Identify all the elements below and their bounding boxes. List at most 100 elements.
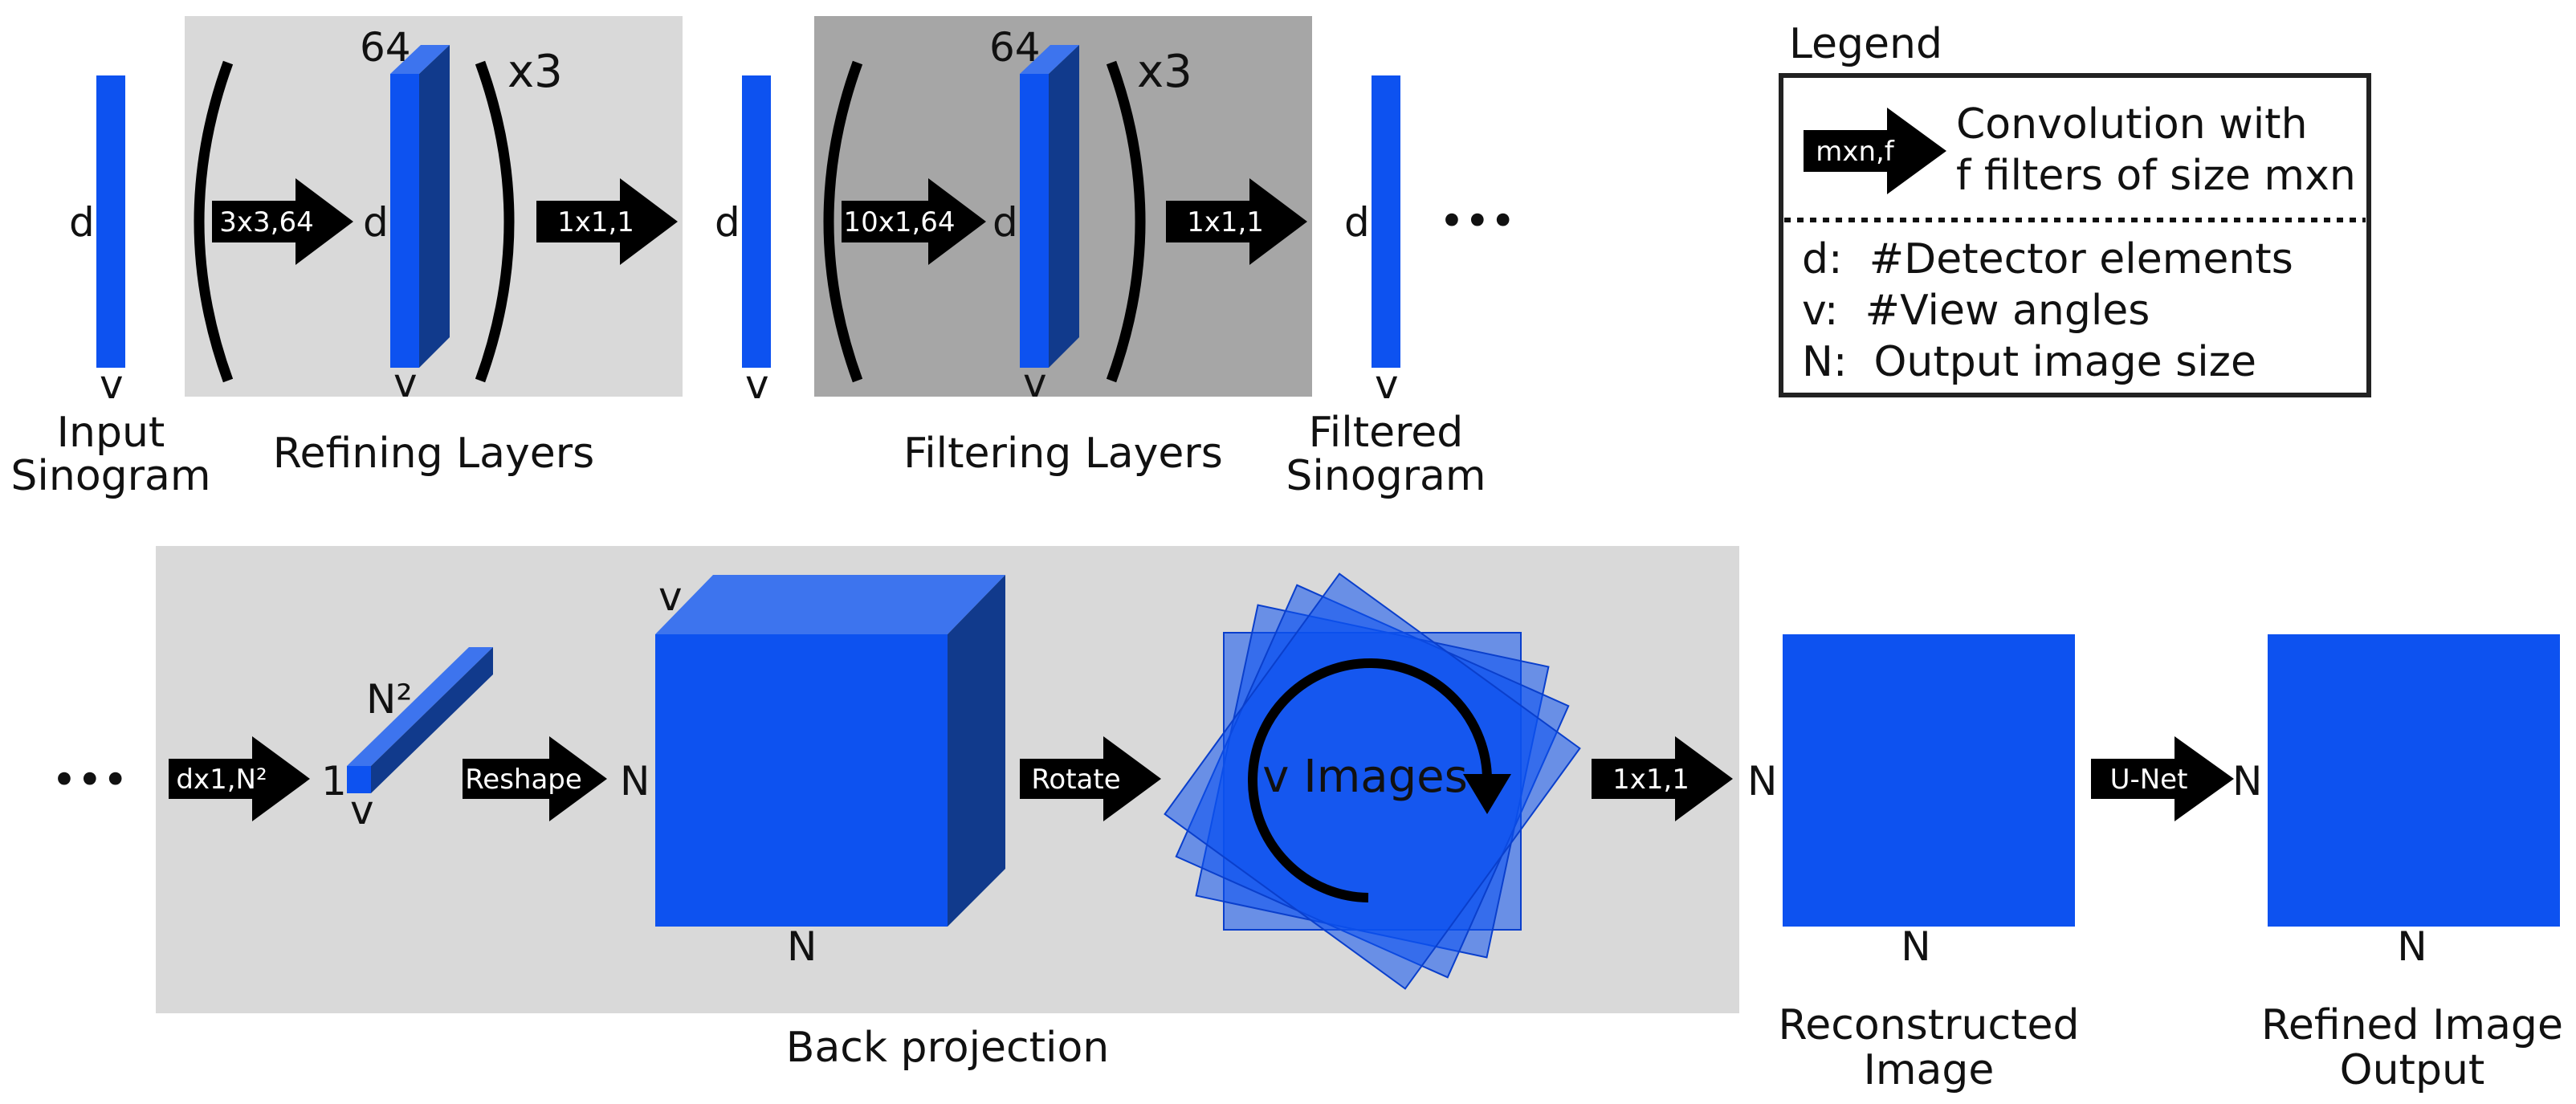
back-projection-caption: Back projection [786, 1024, 1109, 1072]
reshape-arrow: Reshape [463, 736, 607, 821]
filtered-sinogram-bar [1372, 75, 1400, 368]
legend-conv-arrow-label: mxn,f [1816, 136, 1895, 168]
cube-n-bottom-label: N [787, 923, 817, 970]
legend-conv-line2: f filters of size mxn [1956, 152, 2356, 200]
refining-feature-side [419, 45, 450, 368]
refined-image-output: N N Refined Image Output [2232, 634, 2563, 1094]
vector-bar-n2-label: N² [366, 676, 412, 723]
reconstructed-image-square [1783, 634, 2075, 927]
legend-item-image-size: N: Output image size [1802, 338, 2256, 386]
input-sinogram: d v Input Sinogram [10, 75, 211, 500]
unet-arrow: U-Net [2091, 736, 2234, 821]
refining-out-conv-arrow: 1x1,1 [536, 178, 678, 265]
refining-layers-caption: Refining Layers [273, 430, 595, 478]
reconstructed-caption-line2: Image [1864, 1046, 1995, 1094]
backprojection-conv-arrow-label: dx1,N² [176, 764, 267, 796]
input-d-label: d [69, 199, 95, 246]
refining-repeat-label: x3 [507, 46, 563, 98]
refining-conv-arrow: 3x3,64 [212, 178, 353, 265]
legend-conv-arrow: mxn,f [1804, 108, 1946, 194]
refined-sinogram-v-label: v [745, 361, 769, 408]
refined-caption-line2: Output [2340, 1046, 2485, 1094]
filtering-out-conv-arrow-label: 1x1,1 [1187, 206, 1264, 238]
filtering-conv-arrow-label: 10x1,64 [843, 206, 955, 238]
filtering-right-paren [1106, 60, 1146, 383]
backprojection-vector-bar [347, 647, 493, 793]
filtering-feature-side [1049, 45, 1079, 368]
rotated-images-label: v Images [1262, 751, 1468, 803]
cube-top-face [655, 575, 1005, 634]
reconstructed-n-bottom-label: N [1901, 923, 1930, 970]
refined-n-left-label: N [2232, 758, 2262, 805]
vector-bar-top [347, 647, 493, 766]
refined-sinogram-d-label: d [715, 199, 740, 246]
filtering-feature-block [1020, 45, 1079, 368]
cube-v-label: v [658, 573, 683, 620]
filtered-sinogram-d-label: d [1344, 199, 1370, 246]
vector-bar-side [371, 647, 493, 793]
cube-side-face [948, 575, 1005, 927]
backprojection-conv-arrow: dx1,N² [169, 736, 310, 821]
rotation-arrowhead [1463, 774, 1511, 814]
legend-box [1779, 73, 2371, 397]
filtering-feature-top [1020, 45, 1079, 74]
rotate-arrow: Rotate [1020, 736, 1161, 821]
filtered-sinogram-v-label: v [1375, 361, 1399, 408]
refining-feature-front [390, 74, 419, 368]
reconstructed-caption-line1: Reconstructed [1779, 1001, 2080, 1049]
input-v-label: v [100, 361, 124, 408]
refining-conv-arrow-shape [212, 178, 353, 265]
filtering-layers-caption: Filtering Layers [903, 430, 1223, 478]
refining-conv-arrow-label: 3x3,64 [219, 206, 313, 238]
summation-conv-arrow-shape [1592, 736, 1733, 821]
rotation-arc [1248, 658, 1493, 902]
vector-bar-front [347, 766, 371, 793]
refined-n-bottom-label: N [2397, 923, 2427, 970]
summation-conv-arrow-label: 1x1,1 [1612, 764, 1689, 796]
filtering-left-paren [823, 60, 863, 383]
legend-item-detectors: d: #Detector elements [1802, 235, 2293, 283]
refining-left-paren [194, 60, 234, 383]
cube-front-face [655, 634, 948, 927]
refined-image-square [2268, 634, 2560, 927]
legend: Legend mxn,f Convolution with f filters … [1779, 20, 2371, 397]
filtering-feature-front [1020, 74, 1049, 368]
refined-sinogram-bar [742, 75, 771, 368]
filtering-out-conv-arrow: 1x1,1 [1166, 178, 1307, 265]
refining-out-conv-arrow-shape [536, 178, 678, 265]
reconstructed-image: N N Reconstructed Image [1747, 634, 2079, 1094]
bottom-continuation-ellipsis: ••• [51, 755, 128, 805]
backprojection-volume-cube [655, 575, 1005, 927]
refining-out-conv-arrow-label: 1x1,1 [557, 206, 634, 238]
backprojection-conv-arrow-shape [169, 736, 310, 821]
vector-bar-v-label: v [350, 787, 374, 833]
refined-caption-line1: Refined Image [2261, 1001, 2563, 1049]
top-continuation-ellipsis: ••• [1439, 196, 1516, 246]
cube-n-left-label: N [620, 758, 650, 805]
input-sinogram-bar [96, 75, 125, 368]
filtering-channels-label: 64 [989, 24, 1041, 71]
filtered-sinogram-caption-line1: Filtered [1309, 409, 1464, 457]
filtered-sinogram-caption-line2: Sinogram [1286, 452, 1486, 500]
refining-feature-block [390, 45, 450, 368]
summation-conv-arrow: 1x1,1 [1592, 736, 1733, 821]
back-projection-block: dx1,N² N² 1 v Reshape v N N Rotate [156, 546, 1739, 1072]
refined-sinogram: d v [715, 75, 771, 408]
filtering-v-label: v [1023, 360, 1047, 406]
refining-feature-top [390, 45, 450, 74]
rotate-arrow-shape [1020, 736, 1161, 821]
vector-bar-one-label: 1 [321, 758, 347, 805]
unet-arrow-shape [2091, 736, 2234, 821]
reshape-arrow-shape [463, 736, 607, 821]
filtering-layers-block: 10x1,64 64 d v x3 1x1,1 Filtering Layers [814, 16, 1312, 478]
reconstructed-n-left-label: N [1747, 758, 1777, 805]
filtering-conv-arrow-shape [842, 178, 986, 265]
refining-v-label: v [393, 360, 418, 406]
rotated-image-3 [1164, 572, 1581, 990]
input-caption-line2: Sinogram [10, 452, 210, 500]
rotate-arrow-label: Rotate [1031, 764, 1120, 796]
filtering-d-label: d [992, 199, 1018, 246]
refining-d-label: d [363, 199, 389, 246]
filtering-out-conv-arrow-shape [1166, 178, 1307, 265]
